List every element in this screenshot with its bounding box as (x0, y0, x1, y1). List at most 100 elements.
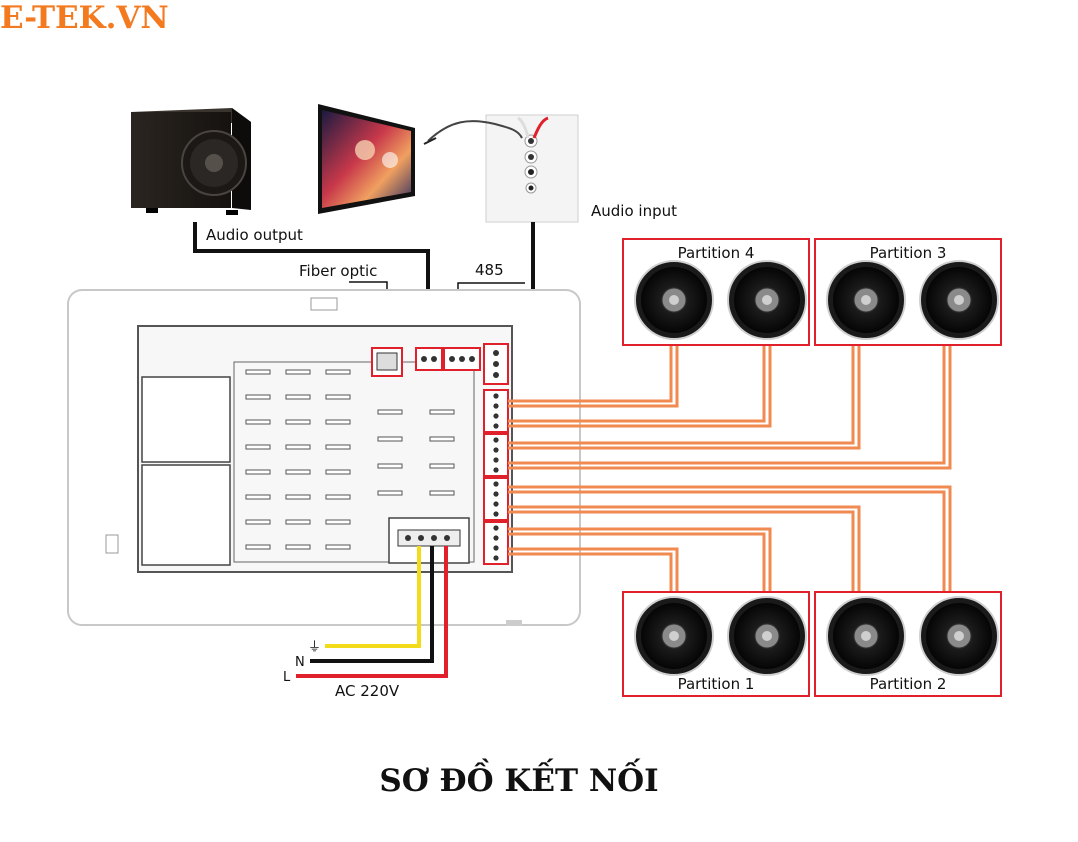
terminal-pin (493, 501, 499, 507)
ceiling-speaker-icon (634, 596, 714, 676)
vent-slot (429, 463, 455, 469)
speaker-wire (508, 345, 861, 450)
vent-slot (325, 394, 351, 400)
speaker-wire (508, 505, 861, 592)
rs485-terminal (443, 347, 481, 371)
partition-box: Partition 3 (814, 238, 1002, 346)
speaker-wire (508, 345, 679, 408)
terminal-pin (493, 511, 499, 517)
tv-icon (318, 104, 415, 214)
power-terminal (388, 517, 470, 564)
power-cables (296, 546, 448, 678)
speaker-wire (508, 490, 946, 592)
vent-slot (377, 490, 403, 496)
ceiling-speaker-icon (826, 596, 906, 676)
vent-slot (377, 409, 403, 415)
vent-slot (245, 369, 271, 375)
ceiling-speaker-icon (919, 260, 999, 340)
speaker-wire (508, 345, 766, 423)
vent-slot (285, 494, 311, 500)
vent-slot (245, 444, 271, 450)
terminal-pin (493, 545, 499, 551)
speaker-wire (508, 345, 952, 470)
neutral-label: N (295, 655, 305, 670)
speaker-wire (508, 345, 673, 403)
ground-symbol: ⏚ (308, 640, 321, 655)
speaker-wire (508, 532, 766, 592)
audio-output-terminal (415, 347, 443, 371)
speaker-wire (508, 527, 772, 592)
vent-slot (285, 469, 311, 475)
terminal-pin (493, 457, 499, 463)
vent-slot (245, 519, 271, 525)
vent-slot (325, 494, 351, 500)
vent-slot (245, 394, 271, 400)
vent-slot (285, 544, 311, 550)
diagram-caption: SƠ ĐỒ KẾT NỐI (379, 757, 658, 799)
vent-slot (377, 436, 403, 442)
ceiling-speaker-icon (727, 596, 807, 676)
vent-slot (285, 519, 311, 525)
partition-box: Partition 1 (622, 591, 810, 697)
vent-slot (429, 409, 455, 415)
fiber-optic-label: Fiber optic (299, 262, 377, 280)
vent-slot (245, 494, 271, 500)
audio-output-label: Audio output (206, 226, 303, 244)
ceiling-speaker-icon (826, 260, 906, 340)
terminal-pin (493, 437, 499, 443)
speaker-wire (508, 485, 952, 592)
speaker-wire (508, 547, 679, 592)
ceiling-speaker-icon (634, 260, 714, 340)
live-label: L (283, 670, 291, 685)
brand-logo: E-TEK.VN (0, 0, 169, 36)
speaker-wires (508, 345, 952, 592)
vent-slot (325, 419, 351, 425)
speaker-wire (508, 510, 855, 592)
partition-groups: Partition 4 Partition 3 Partition 1 Partiti… (622, 238, 1002, 697)
partition-label: Partition 4 (678, 244, 755, 262)
speaker-wire (508, 345, 855, 445)
terminal-pin (493, 491, 499, 497)
terminal-pin (493, 525, 499, 531)
terminal-pin (493, 467, 499, 473)
vent-slot (325, 519, 351, 525)
ceiling-speaker-icon (727, 260, 807, 340)
vent-slot (325, 544, 351, 550)
vent-slot (377, 463, 403, 469)
speaker-terminal-block (483, 477, 509, 521)
terminal-pin (493, 423, 499, 429)
terminal-pin (493, 481, 499, 487)
partition-box: Partition 4 (622, 238, 810, 346)
vent-slot (245, 419, 271, 425)
partition-label: Partition 2 (870, 675, 947, 693)
audio-input-terminal (483, 343, 509, 385)
ceiling-speaker-icon (919, 596, 999, 676)
vent-slot (245, 469, 271, 475)
subwoofer-icon (131, 108, 251, 215)
vent-slot (285, 369, 311, 375)
audio-input-label: Audio input (591, 202, 677, 220)
vent-slot (245, 544, 271, 550)
vent-slot (325, 444, 351, 450)
fiber-optic-port (371, 347, 403, 377)
vent-slot (429, 490, 455, 496)
terminal-pin (493, 447, 499, 453)
terminal-pin (493, 393, 499, 399)
terminal-pin (493, 535, 499, 541)
terminal-pin (493, 555, 499, 561)
partition-box: Partition 2 (814, 591, 1002, 697)
speaker-wire (508, 345, 772, 428)
ac-220v-label: AC 220V (335, 682, 400, 700)
speaker-terminals (483, 389, 509, 565)
vent-slot (429, 436, 455, 442)
speaker-wire (508, 345, 946, 465)
partition-label: Partition 3 (870, 244, 947, 262)
vent-slot (325, 369, 351, 375)
rs485-label: 485 (475, 261, 504, 279)
vent-slot (285, 394, 311, 400)
audio-input-plate-icon (423, 114, 579, 223)
partition-label: Partition 1 (678, 675, 755, 693)
vent-slot (285, 444, 311, 450)
vent-slot (325, 469, 351, 475)
